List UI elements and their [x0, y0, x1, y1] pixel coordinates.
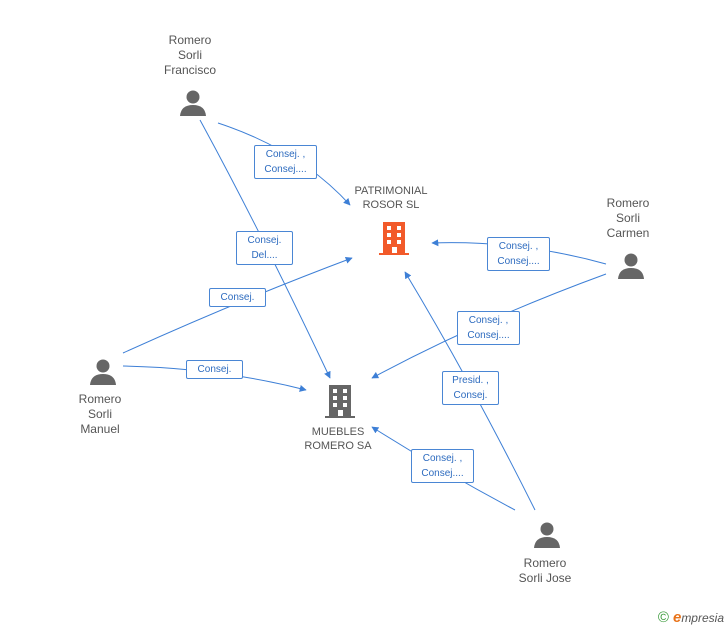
building-icon-patrimonial[interactable]: [377, 220, 411, 256]
edge-label-carmen-patrimonial[interactable]: Consej. , Consej....: [487, 237, 550, 271]
company-label-muebles[interactable]: MUEBLES ROMERO SA: [304, 426, 372, 452]
person-label-manuel[interactable]: Romero Sorli Manuel: [78, 392, 122, 436]
edge-label-francisco-muebles[interactable]: Consej. Del....: [236, 231, 293, 265]
copyright-icon: ©: [657, 609, 669, 626]
person-icon-manuel[interactable]: [88, 357, 118, 387]
person-label-francisco[interactable]: Romero Sorli Francisco: [163, 33, 216, 77]
edge-label-carmen-muebles[interactable]: Consej. , Consej....: [457, 311, 520, 345]
person-icon-carmen[interactable]: [616, 251, 646, 281]
brand-name: mpresia: [681, 611, 724, 625]
company-label-patrimonial[interactable]: PATRIMONIAL ROSOR SL: [354, 185, 428, 211]
copyright-brand: ©empresia: [658, 609, 724, 626]
person-label-carmen[interactable]: Romero Sorli Carmen: [606, 196, 650, 240]
edge-label-manuel-patrimonial[interactable]: Consej.: [209, 288, 266, 307]
edge-label-manuel-muebles[interactable]: Consej.: [186, 360, 243, 379]
person-icon-jose[interactable]: [532, 520, 562, 550]
person-label-jose[interactable]: Romero Sorli Jose: [518, 556, 572, 585]
brand-initial: e: [672, 609, 682, 626]
edge-label-francisco-patrimonial[interactable]: Consej. , Consej....: [254, 145, 317, 179]
person-icon-francisco[interactable]: [178, 88, 208, 118]
building-icon-muebles[interactable]: [323, 383, 357, 419]
edge-label-jose-patrimonial[interactable]: Presid. , Consej.: [442, 371, 499, 405]
edge-label-jose-muebles[interactable]: Consej. , Consej....: [411, 449, 474, 483]
